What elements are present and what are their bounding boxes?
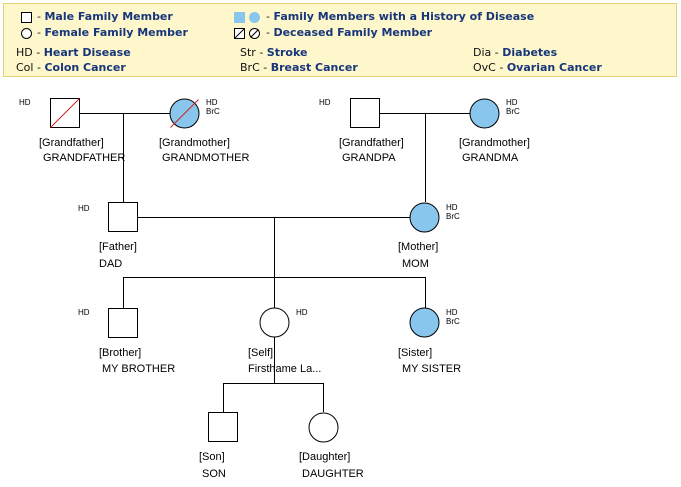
brother-name: MY BROTHER — [102, 363, 176, 375]
self-role: [Self] — [248, 347, 274, 359]
abbr-name: Diabetes — [502, 46, 558, 59]
sister-role: [Sister] — [398, 347, 433, 359]
legend-female-label: Female Family Member — [44, 26, 188, 39]
abbr-name: Ovarian Cancer — [506, 61, 602, 74]
pat-grandfather-conditions: HD — [19, 98, 31, 107]
son-name: SON — [202, 468, 226, 480]
mat-grandmother-conditions: HD BrC — [506, 98, 520, 116]
abbr-code: Dia — [473, 46, 492, 59]
mat-grandfather-name: GRANDPA — [342, 152, 396, 164]
mother-name: MOM — [402, 258, 429, 270]
sister-conditions: HD BrC — [446, 308, 460, 326]
pat-grandfather-symbol[interactable] — [50, 98, 80, 128]
legend-deceased-label: Deceased Family Member — [273, 26, 433, 39]
abbr-brc: BrC - Breast Cancer — [240, 61, 358, 74]
abbr-code: HD — [16, 46, 33, 59]
abbr-code: Col — [16, 61, 34, 74]
self-conditions: HD — [296, 308, 308, 317]
daughter-symbol[interactable] — [308, 412, 339, 443]
abbr-code: Str — [240, 46, 256, 59]
deceased-male-icon — [234, 28, 245, 39]
mother-conditions: HD BrC — [446, 203, 460, 221]
affected-male-icon — [234, 12, 245, 23]
legend-panel: - Male Family Member - Female Family Mem… — [3, 3, 677, 77]
abbr-ovc: OvC - Ovarian Cancer — [473, 61, 602, 74]
mat-grandmother-symbol[interactable] — [469, 98, 500, 129]
mat-grandfather-role: [Grandfather] — [339, 137, 404, 149]
legend-male-label: Male Family Member — [44, 10, 173, 23]
self-symbol[interactable] — [259, 307, 290, 338]
son-symbol[interactable] — [208, 412, 238, 442]
son-role: [Son] — [199, 451, 225, 463]
deceased-female-icon — [249, 28, 260, 39]
female-symbol-icon — [21, 28, 32, 39]
legend-female: - Female Family Member — [37, 26, 188, 39]
abbr-col: Col - Colon Cancer — [16, 61, 126, 74]
sister-name: MY SISTER — [402, 363, 462, 375]
sister-symbol[interactable] — [409, 307, 440, 338]
pat-grandmother-role: [Grandmother] — [159, 137, 230, 149]
father-conditions: HD — [78, 204, 90, 213]
daughter-name: DAUGHTER — [302, 468, 364, 480]
pat-grandmother-conditions: HD BrC — [206, 98, 220, 116]
mother-role: [Mother] — [398, 241, 439, 253]
pat-grandmother-name: GRANDMOTHER — [162, 152, 250, 164]
abbr-name: Breast Cancer — [270, 61, 358, 74]
legend-history-label: Family Members with a History of Disease — [273, 10, 535, 23]
mat-grandfather-symbol[interactable] — [350, 98, 380, 128]
connector-lines — [80, 113, 470, 412]
abbr-hd: HD - Heart Disease — [16, 46, 131, 59]
father-role: [Father] — [99, 241, 137, 253]
father-name: DAD — [99, 258, 123, 270]
mat-grandfather-conditions: HD — [319, 98, 331, 107]
male-symbol-icon — [21, 12, 32, 23]
self-name: Firsthame La... — [248, 363, 322, 375]
pat-grandfather-name: GRANDFATHER — [43, 152, 126, 164]
legend-deceased: - Deceased Family Member — [266, 26, 433, 39]
affected-female-icon — [249, 12, 260, 23]
father-symbol[interactable] — [108, 202, 138, 232]
pat-grandmother-symbol[interactable] — [169, 98, 200, 129]
abbr-code: BrC — [240, 61, 260, 74]
brother-conditions: HD — [78, 308, 90, 317]
brother-role: [Brother] — [99, 347, 142, 359]
mat-grandmother-name: GRANDMA — [462, 152, 519, 164]
legend-male: - Male Family Member — [37, 10, 173, 23]
brother-symbol[interactable] — [108, 308, 138, 338]
abbr-code: OvC — [473, 61, 496, 74]
mother-symbol[interactable] — [409, 202, 440, 233]
pat-grandfather-role: [Grandfather] — [39, 137, 104, 149]
abbr-name: Colon Cancer — [44, 61, 126, 74]
daughter-role: [Daughter] — [299, 451, 351, 463]
legend-history: - Family Members with a History of Disea… — [266, 10, 535, 23]
mat-grandmother-role: [Grandmother] — [459, 137, 530, 149]
abbr-name: Heart Disease — [43, 46, 131, 59]
abbr-dia: Dia - Diabetes — [473, 46, 558, 59]
abbr-str: Str - Stroke — [240, 46, 308, 59]
abbr-name: Stroke — [266, 46, 308, 59]
